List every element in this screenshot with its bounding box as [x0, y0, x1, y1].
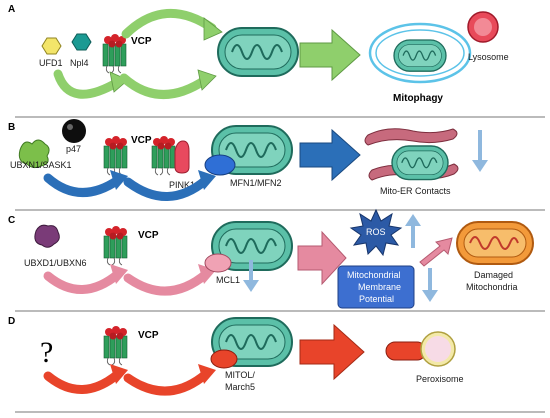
arrow-d-second [123, 369, 211, 396]
unknown-adaptor-mark: ? [40, 336, 53, 369]
ufd1-label: UFD1 [39, 58, 63, 68]
vcp-icon-b2 [151, 135, 176, 176]
p47-highlight [67, 124, 73, 130]
mitophagy-label: Mitophagy [393, 93, 443, 104]
ubxd1-label: UBXD1/UBXN6 [24, 258, 87, 268]
mitol-line2: March5 [225, 382, 255, 392]
damaged-line1: Damaged [474, 270, 513, 280]
mitol-protein-icon [385, 341, 427, 361]
arrow-a-binding-head [109, 71, 129, 93]
vcp-label-d: VCP [138, 330, 159, 341]
mcl1-icon [204, 253, 232, 273]
ubxd1-icon [34, 224, 60, 248]
arrow-b-second [123, 175, 211, 201]
ufd1-icon [41, 37, 62, 55]
vcp-icon-c [103, 225, 128, 266]
mitochondrion-engulfed [393, 39, 447, 72]
ros-icon [349, 208, 403, 257]
npl4-icon [71, 33, 92, 51]
pink1-icon [174, 140, 190, 174]
vcp-icon-a [102, 33, 127, 74]
mitochondrion-a [217, 27, 299, 77]
arrow-a-lower-head [197, 69, 217, 91]
damaged-line2: Mitochondria [466, 282, 518, 292]
big-arrow-c [297, 230, 347, 286]
autophagosome-inner [375, 29, 465, 77]
mcl1-label: MCL1 [216, 275, 240, 285]
down-arrow-c-head [243, 280, 259, 292]
ros-label: ROS [366, 227, 386, 237]
peroxisome-label: Peroxisome [416, 374, 464, 384]
arrow-b-second-head [198, 170, 216, 190]
arrow-b-first-head [110, 170, 128, 190]
potential-line2: Membrane [358, 282, 401, 292]
mito-er-label: Mito-ER Contacts [380, 186, 451, 196]
vcp-icon-d [103, 325, 128, 366]
potential-line1: Mitochondrial [347, 270, 401, 280]
vcp-label-c: VCP [138, 230, 159, 241]
npl4-label: Npl4 [70, 58, 89, 68]
mfn-icon [204, 154, 236, 176]
arrow-d-first [43, 369, 123, 394]
p47-icon [62, 119, 86, 143]
down-arrow-potential-head [422, 290, 438, 302]
lysosome-label: Lysosome [468, 52, 509, 62]
big-arrow-a [299, 28, 361, 82]
arrow-c-second [123, 269, 211, 296]
pink-arrow-to-damaged [419, 237, 453, 267]
mitol-icon [210, 349, 238, 369]
damaged-cristae [469, 236, 519, 250]
arrow-c-first-head [110, 264, 128, 284]
peroxisome-core [425, 336, 451, 362]
arrow-a-lower [119, 73, 210, 99]
vcp-label-a: VCP [131, 36, 152, 47]
arrow-a-binding [53, 69, 123, 99]
panel-a-letter: A [8, 4, 15, 15]
mfn-label: MFN1/MFN2 [230, 178, 282, 188]
big-arrow-b [299, 128, 361, 182]
arrow-c-first [43, 269, 123, 294]
membrane-potential-box [337, 265, 415, 309]
er-sheet-top [364, 128, 458, 146]
vcp-icon-b1 [103, 135, 128, 176]
panel-c-letter: C [8, 215, 15, 226]
arrow-b-first [43, 173, 123, 197]
mitol-line1: MITOL/ [225, 370, 255, 380]
lysosome-core [474, 18, 492, 36]
arrow-d-second-head [198, 364, 216, 384]
potential-line3: Potential [359, 294, 394, 304]
p47-label: p47 [66, 144, 81, 154]
panel-b-letter: B [8, 122, 15, 133]
panel-d-letter: D [8, 316, 15, 327]
big-arrow-d [299, 323, 365, 381]
mitochondrion-er-contact [391, 145, 449, 181]
arrow-a-upper [121, 8, 217, 39]
down-arrow-b-head [472, 160, 488, 172]
autophagosome-outer [368, 22, 472, 84]
ubxn1-label: UBXN1/SASK1 [10, 160, 72, 170]
up-arrow-c-head [405, 214, 421, 226]
arrow-a-upper-head [203, 17, 223, 41]
vcp-label-b: VCP [131, 135, 152, 146]
ubxn1-icon [18, 139, 50, 169]
pink1-label: PINK1 [169, 180, 195, 190]
arrow-d-first-head [110, 364, 128, 384]
damaged-mitochondrion-inner [463, 228, 527, 258]
